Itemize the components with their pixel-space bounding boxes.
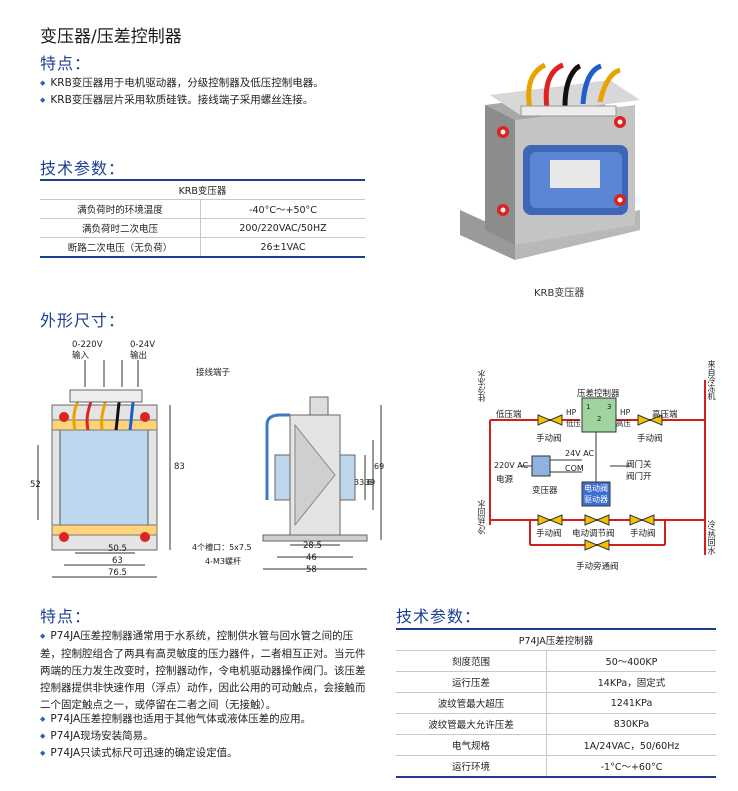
dim-33-6: 33.6 — [354, 478, 372, 487]
row-label: 波纹管最大超压 — [396, 692, 547, 714]
com-label: COM — [565, 464, 584, 473]
row-value: 14KPa，固定式 — [546, 671, 716, 693]
slot-label: 4个槽口：5x7.5 — [192, 543, 252, 552]
row-value: 1241KPa — [546, 692, 716, 714]
dim-width-50-5: 50.5 — [108, 544, 127, 554]
hp-left: HP — [566, 408, 577, 417]
p74-feature-2: P74JA压差控制器也适用于其他气体或液体压差的应用。 — [40, 711, 311, 729]
bottom-manual-left-label: 手动阀 — [536, 529, 562, 539]
krb-transformer-photo — [460, 62, 640, 260]
p74-features-title: 特点： — [40, 607, 92, 626]
p74-feature-3: P74JA现场安装简易。 — [40, 728, 153, 746]
secondary-voltage-label: 24V AC — [565, 449, 595, 458]
hp-right-label: 高压 — [616, 419, 631, 428]
dim-width-63: 63 — [112, 556, 123, 566]
bolt-label: 4-M3螺杆 — [205, 557, 241, 566]
bottom-manual-right-label: 手动阀 — [630, 529, 656, 539]
row-value: -1°C～+60°C — [546, 755, 716, 778]
dim-58: 58 — [306, 565, 317, 575]
dim-width-76-5: 76.5 — [108, 568, 127, 578]
table-row: 断路二次电压（无负荷）26±1VAC — [40, 237, 365, 258]
power-label: 电源 — [496, 475, 514, 485]
dim-69: 69 — [374, 462, 385, 471]
krb-photo-caption: KRB变压器 — [534, 288, 585, 299]
page-title: 变压器/压差控制器 — [40, 27, 182, 47]
valve-close-label: 阀门关 — [626, 460, 652, 470]
num-1: 1 — [586, 403, 591, 411]
terminal-label: 接线端子 — [196, 368, 231, 378]
table-row: 运行环境-1°C～+60°C — [396, 755, 716, 778]
p74-params-title: 技术参数： — [396, 607, 482, 626]
row-label: 断路二次电压（无负荷） — [40, 237, 201, 258]
return-left-label: 冷/热回水 — [477, 500, 486, 535]
dim-28-5: 28.5 — [303, 541, 322, 551]
num-3: 3 — [607, 403, 612, 411]
row-label: 满负荷时二次电压 — [40, 218, 201, 238]
front-view-drawing — [37, 360, 171, 578]
side-view-drawing — [262, 396, 382, 570]
krb-params-title: 技术参数： — [40, 159, 126, 178]
dim-46: 46 — [306, 553, 317, 563]
p74-feature-1: P74JA压差控制器通常用于水系统，控制供水管与回水管之间的压差，控制腔组合了两… — [40, 628, 372, 714]
from-chiller-label: 来自冷冻机 — [707, 360, 716, 400]
system-diagram — [489, 380, 706, 555]
valve-open-label: 阀门开 — [626, 472, 652, 482]
transformer-label: 变压器 — [532, 486, 558, 496]
num-2: 2 — [597, 415, 602, 423]
row-label: 电气规格 — [396, 734, 547, 756]
row-value: 26±1VAC — [200, 237, 365, 258]
row-value: 200/220VAC/50HZ — [200, 218, 365, 238]
row-value: 50～400KP — [546, 650, 716, 672]
krb-feature-1: KRB变压器用于电机驱动器，分级控制器及低压控制电器。 — [40, 75, 323, 93]
row-label: 满负荷时的环境温度 — [40, 199, 201, 219]
p74-feature-4: P74JA只读式标尺可迅速的确定设定值。 — [40, 745, 237, 763]
power-voltage-label: 220V AC — [494, 461, 529, 470]
return-right-label: 冷/热回水 — [707, 520, 716, 555]
high-side-label: 高压端 — [652, 410, 678, 420]
krb-table-title: KRB变压器 — [40, 179, 365, 200]
row-label: 运行压差 — [396, 671, 547, 693]
controller-label: 压差控制器 — [577, 389, 620, 399]
supply-label: 往冷冻水 — [477, 370, 486, 402]
krb-features-title: 特点： — [40, 54, 92, 73]
dim-height-83: 83 — [174, 462, 185, 472]
p74-table-title: P74JA压差控制器 — [396, 628, 716, 651]
row-label: 运行环境 — [396, 755, 547, 778]
low-side-label: 低压端 — [496, 410, 522, 420]
bypass-valve-label: 手动旁通阀 — [576, 562, 619, 572]
dimensions-title: 外形尺寸： — [40, 311, 126, 330]
motor-valve-label: 电动调节阀 — [572, 529, 615, 539]
row-value: 830KPa — [546, 713, 716, 735]
table-row: 满负荷时的环境温度-40°C～+50°C — [40, 199, 365, 219]
row-value: 1A/24VAC，50/60Hz — [546, 734, 716, 756]
hp-right: HP — [620, 408, 631, 417]
row-value: -40°C～+50°C — [200, 199, 365, 219]
lp-left-label: 低压 — [566, 419, 581, 428]
row-label: 波纹管最大允许压差 — [396, 713, 547, 735]
manual-valve-right-label: 手动阀 — [637, 434, 663, 444]
actuator-label: 电动阀驱动器 — [584, 484, 608, 504]
manual-valve-left-label: 手动阀 — [536, 434, 562, 444]
krb-feature-2: KRB变压器层片采用软质硅铁。接线端子采用螺丝连接。 — [40, 92, 313, 110]
dim-height-52: 52 — [30, 480, 41, 490]
dim-39: 39 — [365, 478, 376, 487]
row-label: 刻度范围 — [396, 650, 547, 672]
